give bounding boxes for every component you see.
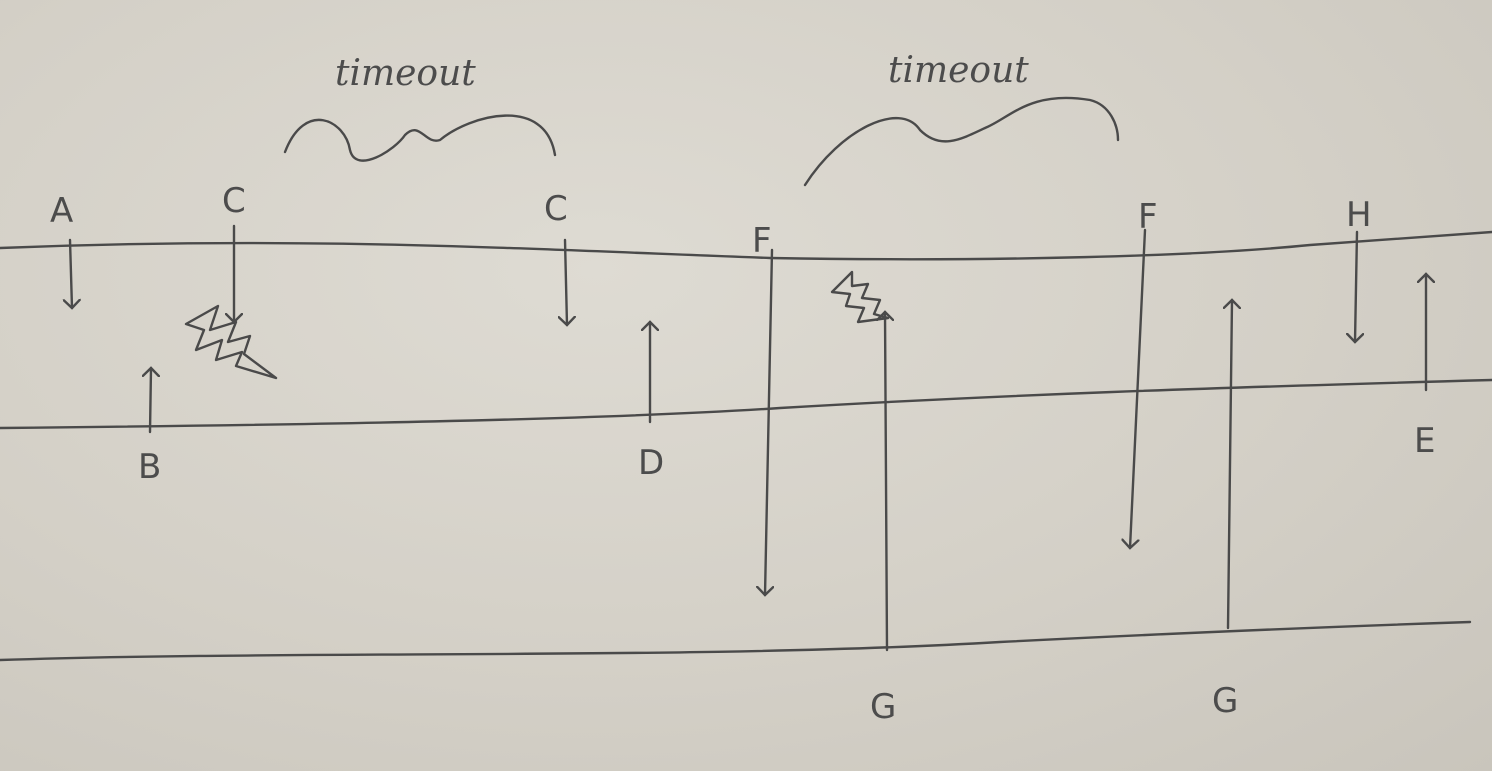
arrow-a-down [70, 238, 72, 308]
arrow-c2-down [565, 238, 567, 325]
lightning-icon [830, 270, 890, 324]
arrow-g1-up [885, 312, 887, 652]
label-f-second: F [1138, 197, 1158, 237]
timeout-brace-1 [283, 114, 557, 162]
timeline-bottom [0, 620, 1472, 662]
timeline-middle [0, 378, 1492, 430]
label-e: E [1414, 421, 1435, 461]
lightning-icon [184, 304, 278, 380]
label-c-second: C [544, 189, 568, 229]
label-h: H [1346, 195, 1372, 235]
arrow-f2-down [1130, 228, 1147, 548]
timeout-label-second: timeout [888, 50, 1029, 91]
label-g-second: G [1212, 681, 1238, 721]
timeout-brace-2 [803, 96, 1120, 187]
arrow-b-up [150, 368, 151, 434]
timeline-top [0, 230, 1492, 261]
label-a: A [50, 191, 73, 231]
label-d: D [638, 443, 664, 483]
arrow-g2-up [1228, 300, 1232, 630]
label-f-first: F [752, 221, 772, 261]
timeout-label-first: timeout [335, 53, 476, 94]
label-b: B [138, 447, 161, 487]
arrow-h-down [1355, 230, 1357, 342]
arrow-f1-down [765, 248, 772, 595]
label-c-first: C [222, 181, 246, 221]
label-g-first: G [870, 687, 896, 727]
